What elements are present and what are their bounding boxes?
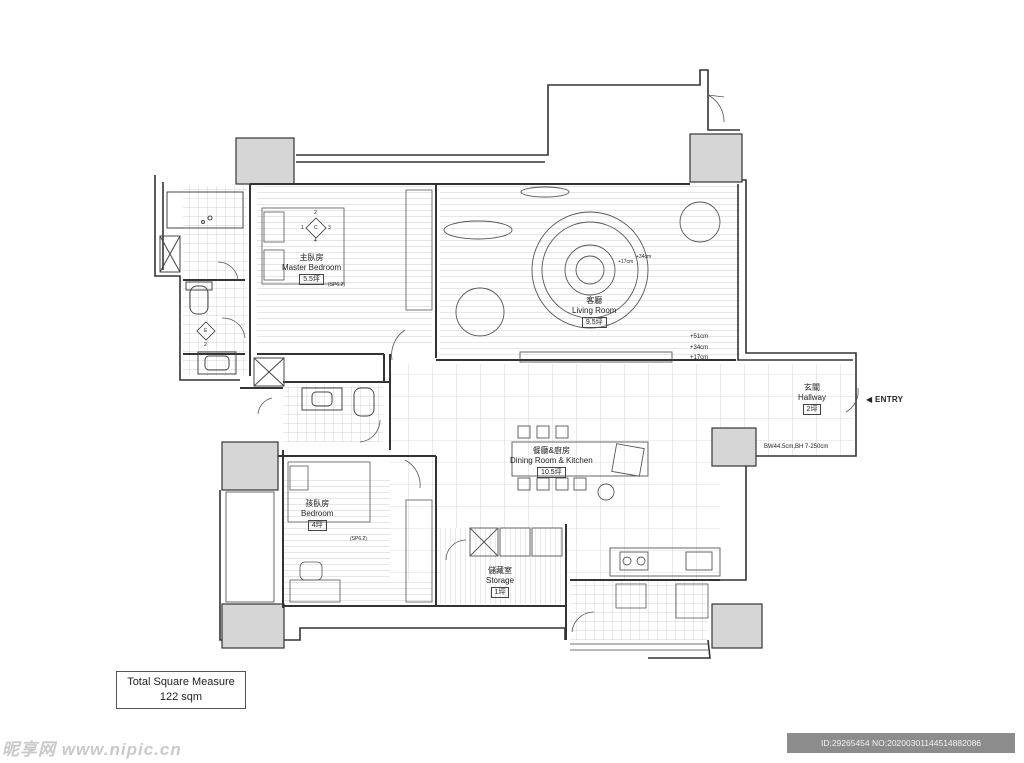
bedroom-cn: 孩臥房	[305, 499, 330, 508]
marker-e-bottom: 2	[204, 342, 207, 348]
column	[711, 427, 757, 467]
bedroom-label: 孩臥房 Bedroom 4坪	[301, 499, 333, 531]
fridge	[469, 527, 499, 557]
master-bedroom-area: 5.5坪	[299, 274, 324, 285]
entry-label: ◀ ENTRY	[866, 395, 903, 404]
round-sofa	[531, 211, 649, 329]
storage-cn: 儲藏室	[488, 566, 513, 575]
master-bedroom-ref: (SP6.2)	[328, 282, 345, 288]
tv-cabinet	[519, 351, 673, 363]
master-bedroom-en: Master Bedroom	[282, 263, 342, 272]
total-title: Total Square Measure	[127, 676, 235, 688]
hallway-area: 2坪	[802, 404, 822, 415]
dining-kitchen-en: Dining Room & Kitchen	[510, 456, 593, 465]
living-room-label: 客廳 Living Room 9.5坪	[572, 296, 616, 328]
column	[221, 603, 285, 649]
total-value: 122 sqm	[159, 691, 203, 703]
living-room-en: Living Room	[572, 306, 617, 315]
sink-2	[301, 387, 343, 411]
marker-c-top: 2	[314, 210, 317, 216]
marker-c-bottom: 4	[314, 238, 317, 244]
column	[235, 137, 295, 185]
dining-kitchen-label: 餐廳&廚房 Dining Room & Kitchen 10.5坪	[510, 446, 593, 478]
dining-kitchen-area: 10.5坪	[537, 467, 566, 478]
entry-arrow-icon: ◀	[866, 395, 873, 404]
hallway-label: 玄關 Hallway 2坪	[798, 383, 826, 415]
storage-en: Storage	[486, 576, 515, 585]
sink	[197, 351, 237, 375]
living-room-floor	[440, 186, 740, 362]
column	[221, 441, 279, 491]
wardrobe	[405, 189, 433, 311]
round-rug	[455, 287, 505, 337]
wardrobe-2	[405, 499, 433, 603]
hallway-cabinet-size: BW44.5cm,BH 7-250cm	[764, 444, 829, 450]
pit-level-34: +34cm	[636, 254, 652, 260]
watermark-right: ID:29265454 NO:20200301144514882086	[787, 733, 1015, 753]
hallway-en: Hallway	[798, 393, 827, 402]
bathtub	[166, 191, 244, 229]
marker-e-center: E	[204, 328, 208, 334]
dining-table	[511, 441, 649, 477]
outer-wall	[296, 69, 740, 156]
section-marker-e	[196, 321, 216, 341]
stove	[619, 551, 649, 571]
bath2-floor	[283, 386, 383, 442]
shower-box	[159, 235, 181, 273]
shower-box-2	[253, 357, 285, 387]
bedroom-area: 4坪	[307, 520, 327, 531]
marker-c-left: 1	[301, 225, 304, 231]
dining-kitchen-cn: 餐廳&廚房	[532, 446, 571, 455]
storage-area: 1坪	[490, 587, 510, 598]
round-table	[679, 201, 721, 243]
level-34: +34cm	[690, 345, 709, 351]
bedroom-en: Bedroom	[301, 509, 334, 518]
column	[711, 603, 763, 649]
column	[689, 133, 743, 183]
master-bedroom-floor	[257, 186, 432, 346]
total-square-measure-box: Total Square Measure 122 sqm	[116, 671, 246, 709]
washer	[615, 583, 647, 609]
living-room-cn: 客廳	[586, 296, 603, 305]
toilet-2	[353, 387, 375, 417]
living-room-area: 9.5坪	[581, 317, 607, 328]
kitchen-counter	[609, 547, 721, 577]
kitchen-sink	[685, 551, 713, 571]
master-bedroom-label: 主臥房 Master Bedroom 5.5坪	[282, 253, 341, 285]
bedroom-ref: (SP6.2)	[350, 536, 367, 542]
section-marker-c	[305, 217, 327, 239]
marker-c-center: C	[314, 225, 318, 231]
watermark-left: 昵享网 www.nipic.cn	[2, 740, 182, 759]
level-51: +51cm	[690, 334, 709, 340]
boat-chair	[443, 220, 513, 240]
entry-text: ENTRY	[874, 395, 904, 404]
level-17: +17cm	[690, 355, 709, 361]
utility-floor	[570, 580, 708, 640]
storage-label: 儲藏室 Storage 1坪	[486, 566, 514, 598]
bed	[287, 461, 371, 523]
dining-chair	[517, 425, 531, 439]
pit-level-17: +17cm	[618, 259, 634, 265]
toilet	[189, 285, 209, 315]
hallway-cn: 玄關	[804, 383, 820, 392]
master-bedroom-cn: 主臥房	[299, 253, 324, 262]
marker-c-right: 3	[328, 225, 331, 231]
